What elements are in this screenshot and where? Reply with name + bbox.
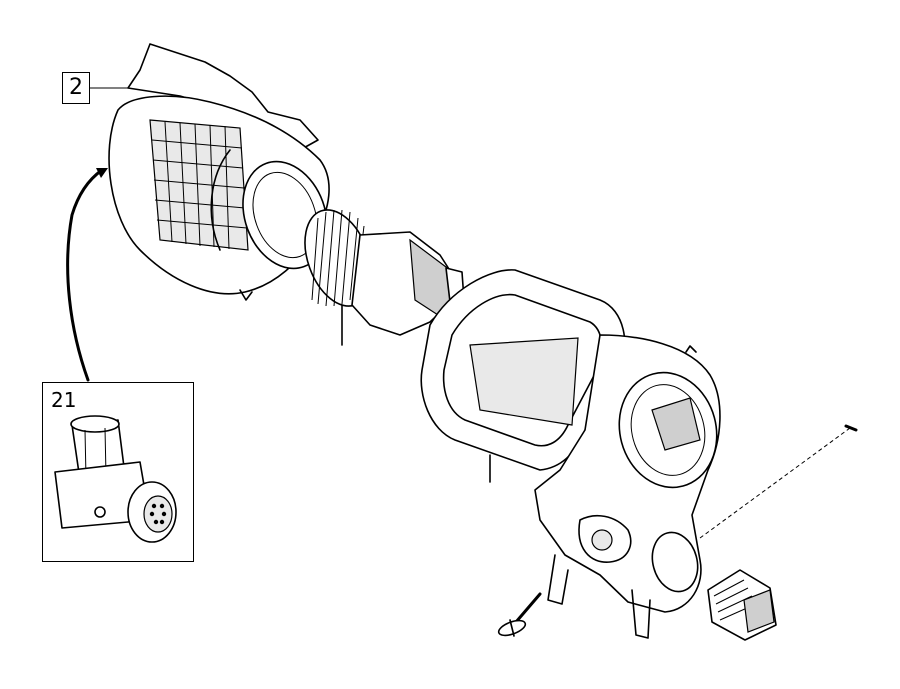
- filter-housing: [108, 43, 330, 301]
- connector-detail: [54, 415, 177, 543]
- blower-motor: [304, 209, 465, 346]
- blower-resistor: [707, 569, 777, 641]
- filter-grid: [151, 121, 248, 250]
- leader-arrow-21: [66, 168, 104, 382]
- leader-dashed-resistor: [699, 427, 851, 539]
- blower-housing: [534, 334, 721, 639]
- resistor-pin: [844, 424, 858, 432]
- callout-part-2: 2: [62, 72, 90, 104]
- screw: [497, 592, 542, 637]
- inset-frame-part-21: 21: [42, 382, 194, 562]
- seal-frame: [420, 269, 626, 483]
- callout-part-21: 21: [51, 388, 77, 412]
- leader-arrowhead-21: [96, 168, 108, 178]
